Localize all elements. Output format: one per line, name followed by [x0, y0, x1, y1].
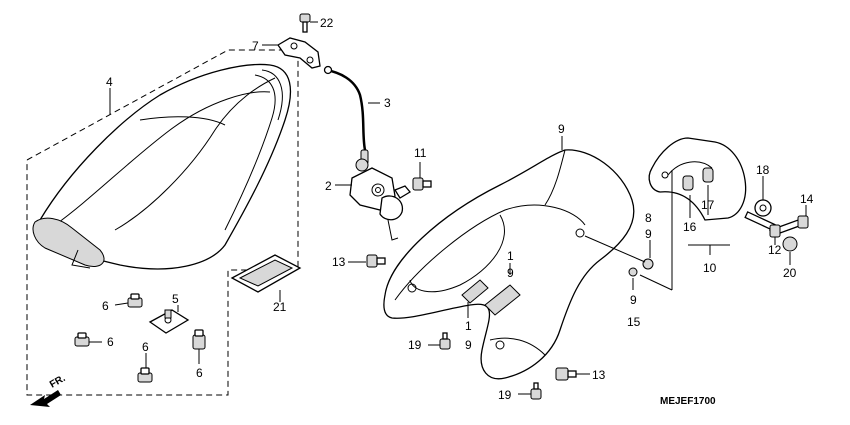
svg-text:FR.: FR. — [48, 373, 68, 391]
cap-nut-20[interactable] — [782, 236, 798, 252]
callout-1-bottom: 1 — [465, 319, 472, 333]
seat[interactable] — [32, 63, 292, 270]
callout-4: 4 — [106, 75, 113, 89]
leader-lines — [89, 21, 807, 395]
callout-9-cowl: 9 — [558, 122, 565, 136]
callout-10: 10 — [703, 261, 717, 275]
callout-11: 11 — [414, 146, 427, 160]
callout-1-top: 1 — [507, 249, 514, 263]
callout-labels: 22 7 3 4 11 2 9 18 14 8 9 16 17 12 10 20… — [102, 16, 814, 407]
bolt-22[interactable] — [299, 13, 311, 33]
rear-seat-cowl[interactable] — [383, 149, 635, 380]
callout-19-bottom: 19 — [498, 388, 512, 402]
callout-8: 8 — [645, 211, 652, 225]
callout-3: 3 — [384, 96, 391, 110]
callout-18: 18 — [756, 163, 770, 177]
collar-17[interactable] — [702, 167, 714, 183]
washer-18[interactable] — [754, 199, 772, 217]
grommet-8[interactable] — [642, 258, 654, 270]
callout-21: 21 — [273, 300, 287, 314]
callout-22: 22 — [320, 16, 334, 30]
callout-16: 16 — [683, 220, 697, 234]
grommet-15[interactable] — [628, 267, 638, 277]
caution-label-1[interactable] — [461, 279, 489, 304]
collar-16[interactable] — [682, 175, 694, 191]
caution-label-2[interactable] — [484, 284, 521, 316]
callout-17: 17 — [701, 198, 715, 212]
seat-bracket[interactable] — [148, 309, 190, 334]
seat-lock-bracket[interactable] — [277, 37, 321, 69]
nut-6-left[interactable] — [74, 332, 90, 347]
callout-9-grommet-low: 9 — [630, 293, 637, 307]
callout-9-bottom: 9 — [465, 338, 472, 352]
callout-14: 14 — [800, 192, 814, 206]
seat-strap[interactable] — [230, 254, 302, 293]
callout-9-grommet: 9 — [645, 227, 652, 241]
grab-rail[interactable] — [648, 137, 747, 221]
nut-6-top[interactable] — [127, 293, 143, 308]
bolt-12[interactable] — [744, 211, 781, 238]
callout-7: 7 — [252, 39, 259, 53]
callout-6-bottom: 6 — [142, 340, 149, 354]
callout-20: 20 — [783, 266, 797, 280]
callout-13-bottom: 13 — [592, 368, 606, 382]
screw-19-top[interactable] — [439, 332, 451, 350]
callout-2: 2 — [325, 179, 332, 193]
callout-12: 12 — [768, 243, 782, 257]
bolt-13-bottom[interactable] — [555, 367, 577, 381]
front-direction-arrow: FR. — [30, 373, 68, 407]
nut-6-right[interactable] — [192, 329, 206, 350]
callout-19-top: 19 — [408, 338, 422, 352]
seat-lock-cable[interactable] — [323, 65, 369, 165]
callout-6-top: 6 — [102, 299, 109, 313]
callout-13-top: 13 — [332, 255, 346, 269]
callout-6-left: 6 — [107, 335, 114, 349]
screw-19-bottom[interactable] — [530, 382, 542, 400]
seat-lock[interactable] — [349, 158, 411, 241]
callout-5: 5 — [172, 292, 179, 306]
callout-6-right: 6 — [196, 366, 203, 380]
bolt-13-top[interactable] — [366, 254, 386, 268]
callout-9-label: 9 — [507, 266, 514, 280]
bolt-11[interactable] — [412, 177, 432, 191]
diagram-code: MEJEF1700 — [660, 396, 716, 407]
nut-6-bottom[interactable] — [137, 367, 153, 383]
callout-15: 15 — [627, 315, 641, 329]
